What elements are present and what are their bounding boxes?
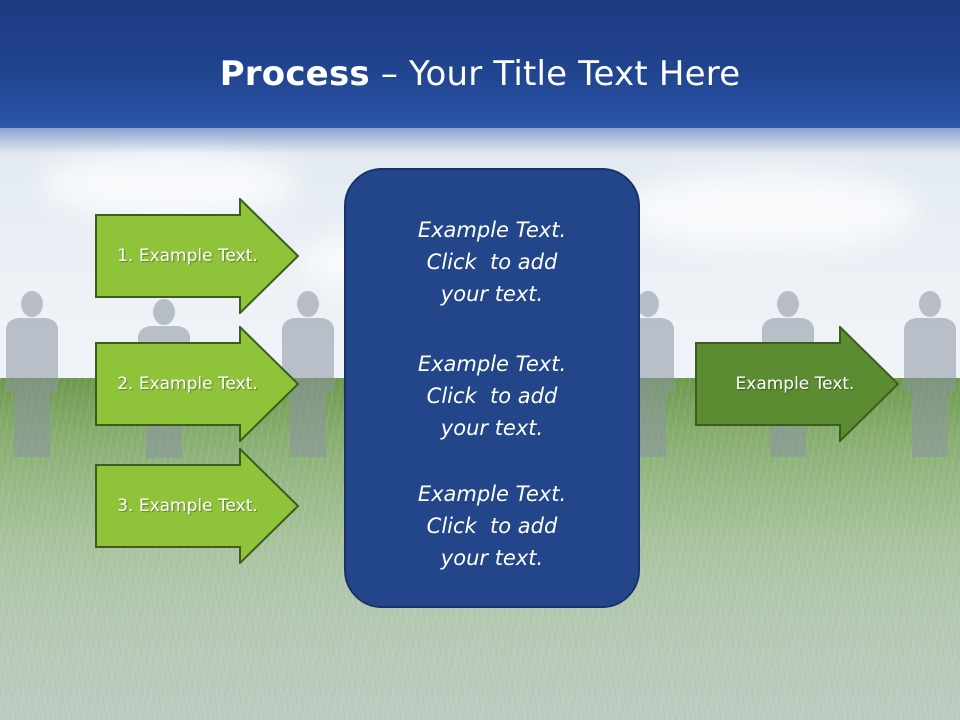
arrow-right-icon xyxy=(95,326,300,442)
arrow-right-icon xyxy=(95,448,300,564)
arrow-right-icon xyxy=(695,326,900,442)
process-item-1[interactable]: Example Text. Click to add your text. xyxy=(417,218,567,306)
page-title[interactable]: Process – Your Title Text Here xyxy=(0,52,960,96)
process-item-2[interactable]: Example Text. Click to add your text. xyxy=(417,352,567,440)
title-bold: Process xyxy=(219,54,370,94)
process-box[interactable]: Example Text. Click to add your text. Ex… xyxy=(344,168,640,608)
step-label: 2. Example Text. xyxy=(117,374,258,394)
step-arrow-1[interactable]: 1. Example Text. xyxy=(95,198,300,314)
title-rest: – Your Title Text Here xyxy=(369,54,741,94)
step-arrow-2[interactable]: 2. Example Text. xyxy=(95,326,300,442)
arrow-right-icon xyxy=(95,198,300,314)
output-arrow[interactable]: Example Text. xyxy=(695,326,900,442)
step-label: 1. Example Text. xyxy=(117,246,258,266)
title-bar xyxy=(0,0,960,128)
process-item-3[interactable]: Example Text. Click to add your text. xyxy=(417,482,567,570)
step-label: 3. Example Text. xyxy=(117,496,258,516)
step-arrow-3[interactable]: 3. Example Text. xyxy=(95,448,300,564)
output-label: Example Text. xyxy=(735,374,855,394)
